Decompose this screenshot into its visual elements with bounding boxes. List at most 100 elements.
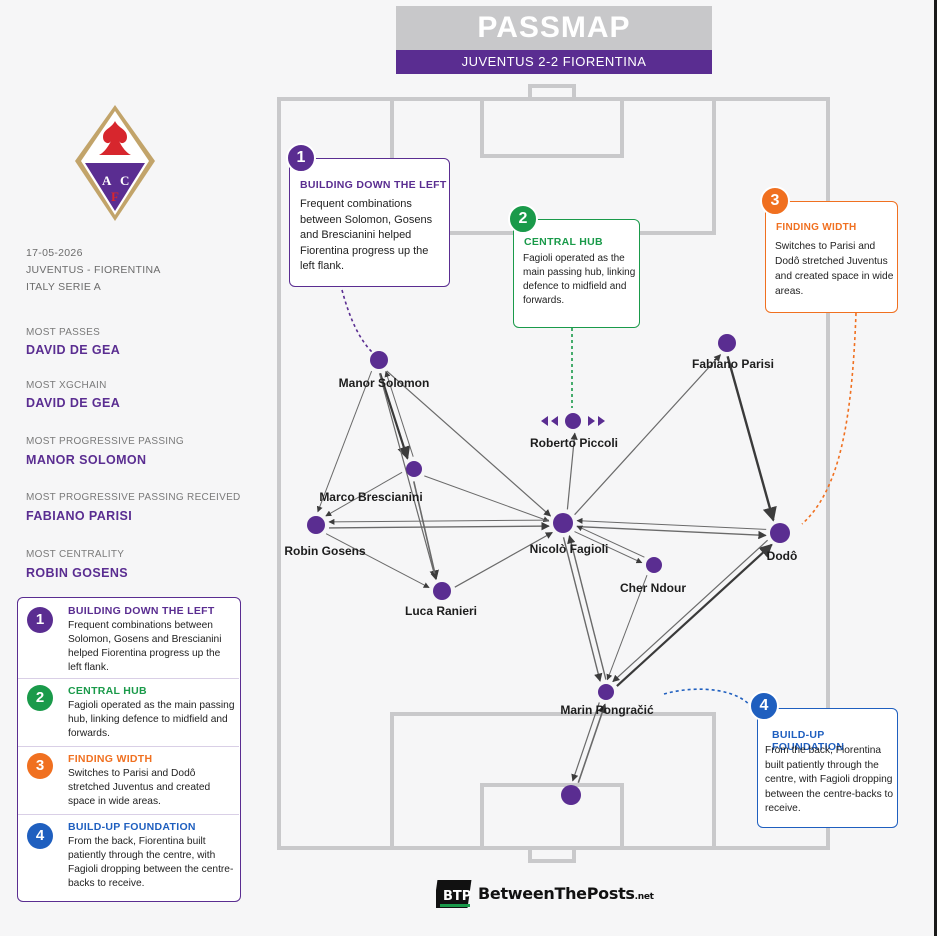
callout-1-connector [341,289,373,353]
stat-label-most-progressive-received: MOST PROGRESSIVE PASSING RECEIVED [26,492,241,503]
pass-line-gosens-to-fagioli [328,521,550,531]
legend-item-3: 3 FINDING WIDTH Switches to Parisi and D… [18,747,239,815]
pass-line-ranieri-to-fagioli [454,531,553,588]
piccoli-movement-arrows [541,416,605,426]
pass-line-pongracic-to-dodo [616,543,773,687]
callout-text: Switches to Parisi and Dodô stretched Ju… [775,241,894,297]
player-label-brescianini: Marco Brescianini [319,490,423,504]
btp-logo: BTP [436,880,472,908]
fiorentina-crest-logo: A C F [75,105,155,221]
legend-number-badge: 1 [27,607,53,633]
stat-value-most-xgchain: DAVID DE GEA [26,396,121,410]
legend-text: Frequent combinations between Solomon, G… [68,620,222,673]
pass-line-dodo-to-pongracic [612,539,769,683]
bottom-penalty-area [390,712,716,850]
callout-build-up-foundation: BUILD-UP FOUNDATION From the back, Fiore… [757,708,898,828]
player-node-ranieri [433,582,451,600]
player-node-dodo [770,523,790,543]
player-node-solomon [370,351,388,369]
pass-line-brescianini-to-gosens [325,471,403,517]
pass-line-brescianini-to-solomon [384,370,414,457]
legend-item-4: 4 BUILD-UP FOUNDATION From the back, Fio… [18,815,239,901]
pass-line-parisi-to-dodo [726,355,777,522]
pass-line-fagioli-to-pongracic [562,537,603,682]
player-label-ranieri: Luca Ranieri [404,604,478,618]
pass-line-gosens-to-ranieri [325,533,430,589]
callout-2-badge: 2 [508,204,538,234]
pass-line-gk-to-pongracic [577,703,607,783]
callout-text: Fagioli operated as the main passing hub… [523,253,636,306]
pass-line-solomon-to-gosens [316,370,373,513]
bottom-goal [528,846,576,863]
callout-4-badge: 4 [749,691,779,721]
player-label-solomon: Manor Solomon [338,376,430,390]
brand-name-main: BetweenThePosts [478,884,635,903]
match-date: 17-05-2026 [26,247,83,259]
pass-lines [316,354,777,783]
player-label-fagioli: Nicolò Fagioli [529,542,609,556]
pass-line-dodo-to-fagioli [576,517,767,530]
stat-label-most-centrality: MOST CENTRALITY [26,549,125,560]
player-label-parisi: Fabiano Parisi [691,357,775,371]
callout-title: BUILDING DOWN THE LEFT [300,179,447,191]
legend-text: Fagioli operated as the main passing hub… [68,700,235,739]
bottom-goal-area [480,783,624,850]
legend-number-badge: 4 [27,823,53,849]
callout-title: FINDING WIDTH [776,222,857,233]
legend-title: BUILD-UP FOUNDATION [68,821,196,833]
insights-legend: 1 BUILDING DOWN THE LEFT Frequent combin… [17,597,241,902]
callout-3-badge: 3 [760,186,790,216]
player-node-parisi [718,334,736,352]
stat-label-most-xgchain: MOST XGCHAIN [26,380,107,391]
legend-title: BUILDING DOWN THE LEFT [68,605,215,617]
player-node-fagioli [553,513,573,533]
brand-name-suffix: .net [634,892,654,902]
svg-text:F: F [111,189,119,204]
player-nodes [307,334,790,805]
svg-text:A: A [102,173,112,188]
callout-text: From the back, Fiorentina built patientl… [765,745,893,814]
stat-value-most-centrality: ROBIN GOSENS [26,566,129,580]
player-label-dodo: Dodô [766,549,798,563]
stat-label-most-progressive-passing: MOST PROGRESSIVE PASSING [26,436,184,447]
player-label-pongracic: Marin Pongračić [560,703,654,717]
pass-line-fagioli-to-dodo [576,525,767,540]
pass-line-solomon-to-brescianini [379,372,411,460]
match-score-banner: JUVENTUS 2-2 FIORENTINA [396,50,712,74]
pass-line-ndour-to-pongracic [606,575,648,681]
page-title: PASSMAP [396,6,712,50]
player-label-gosens: Robin Gosens [284,544,366,558]
brand-name: BetweenThePosts.net [478,884,654,903]
player-node-gk [561,785,581,805]
player-node-piccoli [565,413,581,429]
player-node-pongracic [598,684,614,700]
legend-number-badge: 2 [27,685,53,711]
pass-line-brescianini-to-fagioli [424,475,550,523]
pass-line-pongracic-to-fagioli [567,534,607,680]
top-goal-area [480,97,624,158]
legend-item-1: 1 BUILDING DOWN THE LEFT Frequent combin… [18,598,239,679]
pass-line-fagioli-to-ndour [574,531,643,564]
callout-finding-width: FINDING WIDTH Switches to Parisi and Dod… [765,201,898,313]
player-label-piccoli: Roberto Piccoli [529,436,619,450]
legend-title: CENTRAL HUB [68,685,147,697]
player-node-ndour [646,557,662,573]
match-fixture: JUVENTUS - FIORENTINA [26,264,161,276]
stat-value-most-passes: DAVID DE GEA [26,343,121,357]
callout-title: BUILD-UP FOUNDATION [772,729,845,753]
match-competition: ITALY SERIE A [26,281,102,293]
callout-1-badge: 1 [286,143,316,173]
pass-line-fagioli-to-parisi [574,354,721,516]
callout-4-connector [663,688,753,709]
pass-line-solomon-to-fagioli [386,370,552,517]
pass-line-fagioli-to-gosens [328,518,550,525]
player-label-ndour: Cher Ndour [620,581,686,595]
player-node-brescianini [406,461,422,477]
legend-title: FINDING WIDTH [68,753,153,765]
pass-line-solomon-to-ranieri [378,373,438,580]
legend-item-2: 2 CENTRAL HUB Fagioli operated as the ma… [18,679,239,747]
top-goal [528,84,576,101]
callout-text: Frequent combinations between Solomon, G… [300,198,433,272]
stat-value-most-progressive-passing: MANOR SOLOMON [26,453,147,467]
